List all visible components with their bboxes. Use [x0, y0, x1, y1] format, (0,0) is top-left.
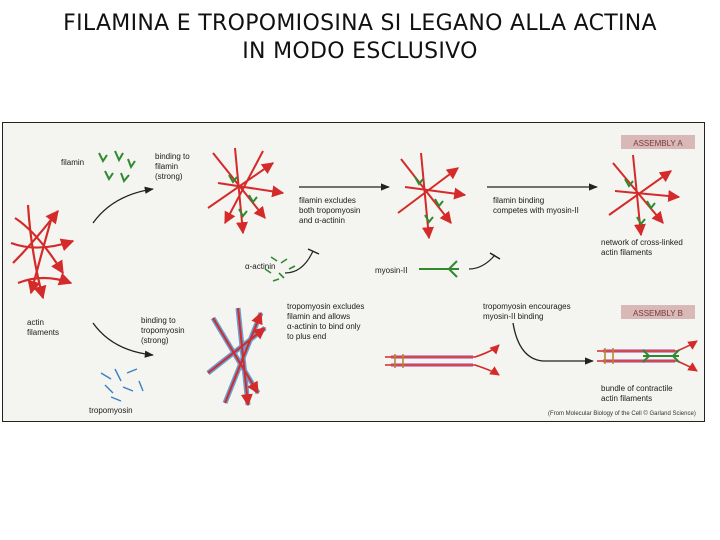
myosin-ii-molecule	[419, 260, 459, 278]
title-line-1: FILAMINA E TROPOMIOSINA SI LEGANO ALLA A…	[63, 11, 657, 36]
network-label: network of cross-linked actin filaments	[601, 238, 685, 257]
filamin-crosslinks-3	[624, 178, 656, 226]
title-line-2: IN MODO ESCLUSIVO	[242, 39, 478, 64]
tropomyosin-label: tropomyosin	[89, 406, 133, 415]
filamin-competes-label: filamin binding competes with myosin-II	[493, 196, 579, 215]
binding-filamin-label: binding to filamin (strong)	[155, 152, 192, 181]
filamin-excludes-label: filamin excludes both tropomyosin and α-…	[299, 196, 363, 225]
free-actin-filaments	[10, 204, 75, 300]
filamin-network-3	[608, 154, 681, 237]
myosin-ii-label: myosin-II	[375, 266, 407, 275]
filamin-molecules	[98, 150, 136, 183]
filamin-label: filamin	[61, 158, 84, 167]
assembly-a-text: ASSEMBLY A	[633, 139, 683, 148]
alpha-actinin-label: α-actinin	[245, 262, 275, 271]
alpha-actinin-molecules	[264, 256, 296, 282]
alpha-actinin-block-bar	[307, 248, 320, 255]
arrow-tropomyosin-encourages	[512, 322, 594, 365]
bundle-1	[385, 344, 500, 376]
slide-title: FILAMINA E TROPOMIOSINA SI LEGANO ALLA A…	[0, 10, 720, 66]
tropomyosin-coated-filaments	[206, 307, 267, 407]
bundle-2	[597, 340, 698, 372]
assembly-b-label: ASSEMBLY B	[621, 305, 695, 319]
filamin-network-1	[207, 147, 285, 235]
myosin-block-bar	[489, 252, 501, 260]
tropomyosin-excludes-label: tropomyosin excludes filamin and allows …	[287, 302, 367, 341]
binding-tropomyosin-label: binding to tropomyosin (strong)	[141, 316, 187, 345]
myosin-blocked-path	[468, 254, 496, 270]
assembly-b-text: ASSEMBLY B	[633, 309, 683, 318]
bundle-label: bundle of contractile actin filaments	[601, 384, 675, 403]
actin-filaments-label: actin filaments	[27, 318, 59, 337]
figure-credit: (From Molecular Biology of the Cell © Ga…	[548, 410, 696, 417]
assembly-a-label: ASSEMBLY A	[621, 135, 695, 149]
actin-binding-figure: ASSEMBLY A ASSEMBLY B actin filaments fi…	[2, 122, 705, 422]
figure-canvas: ASSEMBLY A ASSEMBLY B actin filaments fi…	[10, 135, 698, 417]
arrow-to-tropomyosin-binding	[92, 322, 154, 358]
filamin-network-2	[397, 152, 467, 240]
arrow-to-filamin-binding	[92, 186, 154, 224]
tropomyosin-molecules	[100, 368, 144, 402]
filamin-crosslinks-2	[414, 176, 444, 224]
tropomyosin-encourages-label: tropomyosin encourages myosin-II binding	[483, 302, 573, 321]
filamin-crosslinks-1	[228, 174, 258, 218]
alpha-actinin-blocked-path	[284, 250, 314, 274]
